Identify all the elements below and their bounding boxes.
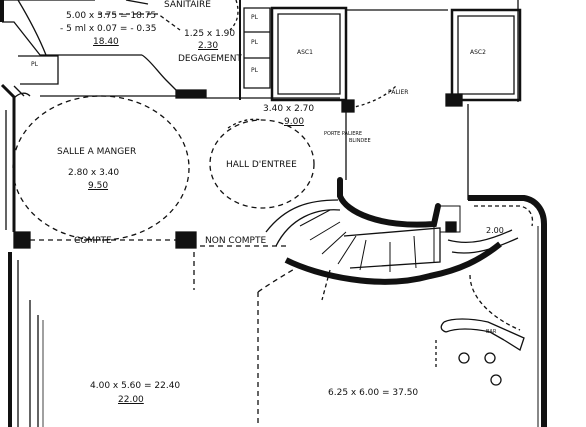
bathroom-calc-1: 5.00 x 3.75 = 18.75 <box>66 11 157 21</box>
cupboards <box>18 7 271 89</box>
door-label-line-2: BLINDEE <box>349 138 371 144</box>
entrance-area: 9.00 <box>284 117 305 127</box>
bathroom-area: 18.40 <box>93 37 119 47</box>
dining-title: SALLE A MANGER <box>57 147 137 157</box>
cupboard-label-3: PL <box>251 67 258 74</box>
lift-1-label: ASC1 <box>297 49 313 56</box>
landing-walls <box>341 9 469 200</box>
lift-2-label: ASC2 <box>470 49 486 56</box>
not-counted-label: NON COMPTE <box>205 236 267 246</box>
left-room-calc: 4.00 x 5.60 = 22.40 <box>90 381 181 391</box>
living-room-outline <box>193 252 521 427</box>
bathroom-walls <box>2 0 241 100</box>
hall-rug-outline <box>209 119 315 209</box>
entrance-dims: 3.40 x 2.70 <box>263 104 315 114</box>
hallway-title: DEGAGEMENT <box>178 54 242 64</box>
stair-corner-area: 2.00 <box>486 226 504 235</box>
exterior-walls <box>0 0 95 427</box>
hallway-dims: 1.25 x 1.90 <box>184 29 236 39</box>
interior-walls <box>30 89 340 249</box>
cupboard-label-4: PL <box>31 61 38 68</box>
landing-title: PALIER <box>388 89 409 96</box>
door-label-line-1: PORTE PALIERE <box>324 131 363 137</box>
east-wall <box>468 195 547 427</box>
bathroom-calc-2: - 5 ml x 0.07 = - 0.35 <box>60 24 157 34</box>
dining-dims: 2.80 x 3.40 <box>68 168 120 178</box>
cupboard-label-1: PL <box>251 14 258 21</box>
left-room-area: 22.00 <box>118 395 144 405</box>
bar-label: BAR <box>486 329 497 335</box>
bathroom-title: SANITAIRE <box>164 0 211 10</box>
living-calc: 6.25 x 6.00 = 37.50 <box>328 388 419 398</box>
staircase <box>265 177 519 285</box>
counted-label: COMPTE <box>74 236 112 246</box>
cupboard-label-2: PL <box>251 39 258 46</box>
lift-shafts <box>270 0 522 107</box>
dining-area: 9.50 <box>88 181 109 191</box>
dining-table-outline <box>12 95 190 241</box>
entrance-title: HALL D'ENTREE <box>226 160 297 170</box>
hallway-area: 2.30 <box>198 41 219 51</box>
bar-counter <box>435 318 525 386</box>
